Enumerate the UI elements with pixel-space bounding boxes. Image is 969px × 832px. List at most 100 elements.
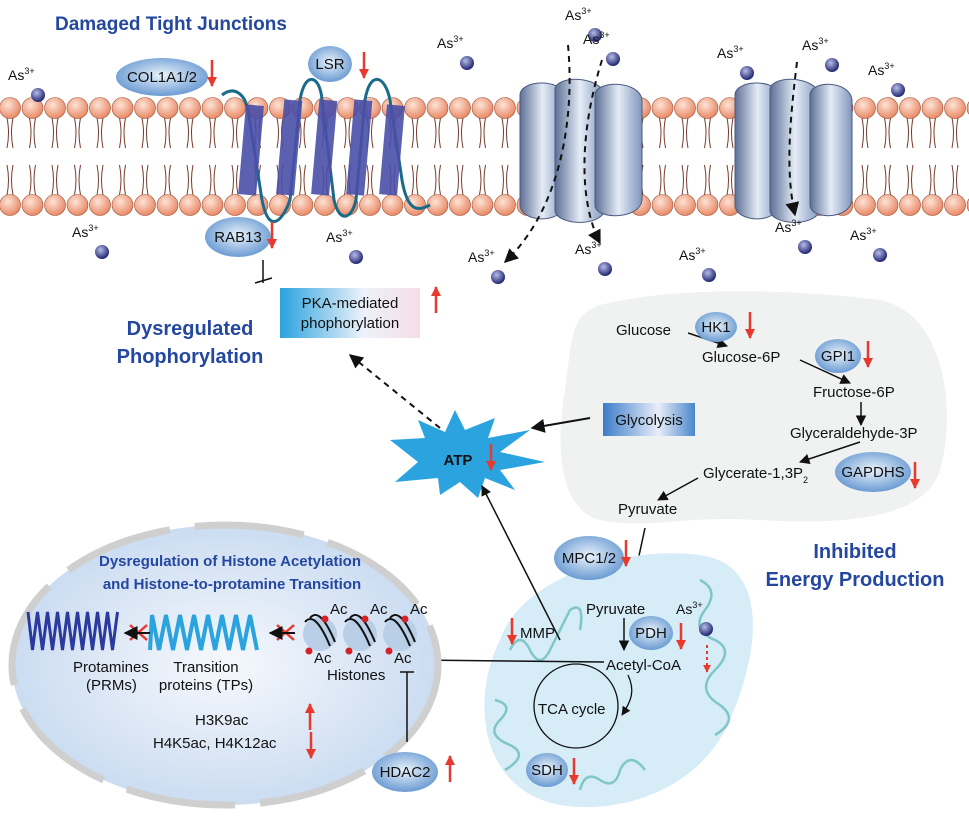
arsenic-ion: As3+ — [850, 226, 887, 262]
sdh-protein: SDH — [526, 753, 568, 787]
lipid-head — [899, 194, 921, 216]
arsenic-ions: As3+ As3+ As3+ As3+ As3+ As3+ As3+ As3+ As3+ As3+… — [8, 6, 905, 636]
lsr-protein: LSR — [308, 46, 352, 82]
pka-line2: phophorylation — [301, 315, 399, 332]
lipid-head — [426, 97, 449, 119]
glycolysis-box — [603, 403, 695, 436]
svg-text:As3+: As3+ — [575, 240, 602, 257]
svg-text:As3+: As3+ — [468, 248, 495, 265]
lipid-head — [179, 194, 201, 216]
lipid-head — [404, 194, 426, 216]
svg-text:RAB13: RAB13 — [214, 229, 262, 246]
svg-text:Ac: Ac — [354, 650, 372, 667]
svg-text:As3+: As3+ — [72, 223, 99, 240]
lipid-head — [404, 97, 426, 119]
regulation-arrows — [207, 52, 920, 785]
pdh-protein: PDH — [629, 616, 673, 650]
atp-label: ATP — [444, 452, 473, 469]
pka-box — [280, 288, 420, 338]
h3k9ac: H3K9ac — [195, 712, 249, 729]
arsenic-ion: As3+ — [868, 61, 905, 97]
svg-text:Ac: Ac — [394, 650, 412, 667]
mpc-protein: MPC1/2 — [554, 536, 624, 580]
lipid-head — [201, 97, 224, 119]
tps-line2: proteins (TPs) — [159, 677, 253, 694]
title-tight-junctions: Damaged Tight Junctions — [55, 14, 287, 35]
acetyl-coa: Acetyl-CoA — [606, 657, 681, 674]
title-phosphorylation-2: Phophorylation — [117, 346, 264, 368]
acetylcoa-to-histones-arrow — [413, 654, 605, 666]
glucose-6p: Glucose-6P — [702, 349, 780, 366]
h4k5ac-h4k12ac: H4K5ac, H4K12ac — [153, 735, 277, 752]
lipid-head — [156, 97, 179, 119]
lipid-head — [471, 97, 494, 119]
svg-text:As3+: As3+ — [565, 6, 592, 23]
lipid-head — [494, 97, 516, 119]
svg-text:As3+: As3+ — [775, 218, 802, 235]
lipid-head — [426, 194, 449, 216]
svg-text:Ac: Ac — [370, 601, 388, 618]
lipid-head — [381, 194, 404, 216]
lipid-head — [471, 194, 494, 216]
lipid-head — [899, 97, 921, 119]
lipid-head — [0, 97, 21, 119]
lipid-head — [674, 97, 696, 119]
lipid-head — [944, 194, 966, 216]
svg-text:GPI1: GPI1 — [821, 348, 855, 365]
tps-line1: Transition — [173, 659, 238, 676]
svg-text:As3+: As3+ — [802, 36, 829, 53]
svg-text:GAPDHS: GAPDHS — [841, 464, 904, 481]
lipid-head — [921, 97, 944, 119]
lipid-head — [921, 194, 944, 216]
glucose: Glucose — [616, 322, 671, 339]
lipid-head — [224, 97, 246, 119]
hdac2-inhibition-line — [400, 671, 414, 742]
svg-text:As3+: As3+ — [850, 226, 877, 243]
pka-line1: PKA-mediated — [302, 295, 399, 312]
lipid-head — [21, 194, 44, 216]
lipid-head — [651, 194, 674, 216]
svg-text:COL1A1/2: COL1A1/2 — [127, 69, 197, 86]
arsenic-ion: As3+ — [802, 36, 839, 72]
glycerate-1-3p2: Glycerate-1,3P2 — [703, 465, 808, 485]
svg-text:Ac: Ac — [314, 650, 332, 667]
svg-text:Ac: Ac — [410, 601, 428, 618]
arsenic-ion: As3+ — [8, 66, 45, 102]
col1a1-protein: COL1A1/2 — [116, 58, 208, 96]
arsenic-ion: As3+ — [575, 240, 612, 276]
svg-text:Ac: Ac — [330, 601, 348, 618]
lipid-head — [359, 194, 381, 216]
lipid-head — [696, 97, 719, 119]
atp-star — [390, 410, 545, 498]
glycolysis-label: Glycolysis — [615, 412, 683, 429]
pyruvate-mito: Pyruvate — [586, 601, 645, 618]
tca-cycle: TCA cycle — [538, 701, 606, 718]
lipid-head — [494, 194, 516, 216]
svg-text:SDH: SDH — [531, 762, 563, 779]
lipid-head — [179, 97, 201, 119]
ion-channel — [734, 78, 853, 223]
glycolysis-pathway: Glucose Glucose-6P Fructose-6P Glycerald… — [616, 322, 918, 590]
glycolysis-to-atp-arrow — [530, 417, 591, 433]
svg-text:HDAC2: HDAC2 — [380, 764, 431, 781]
svg-text:LSR: LSR — [315, 56, 344, 73]
rab13-protein: RAB13 — [205, 217, 271, 257]
mmp-to-atp-arrow — [481, 485, 561, 641]
lipid-head — [674, 194, 696, 216]
arsenic-ion: As3+ — [679, 246, 716, 282]
transition-proteins-coil — [148, 614, 259, 651]
arsenic-ion: As3+ — [326, 228, 363, 264]
tight-junction — [221, 77, 431, 224]
svg-text:As3+: As3+ — [437, 34, 464, 51]
arsenic-ion: As3+ — [775, 218, 812, 254]
svg-text:As3+: As3+ — [868, 61, 895, 78]
svg-text:HK1: HK1 — [701, 319, 730, 336]
lipid-head — [89, 194, 111, 216]
lipid-head — [134, 194, 156, 216]
title-histone-1: Dysregulation of Histone Acetylation — [99, 553, 361, 570]
arsenic-ion: As3+ — [583, 30, 620, 66]
lipid-head — [651, 97, 674, 119]
arsenic-influx-arrows — [348, 44, 800, 429]
